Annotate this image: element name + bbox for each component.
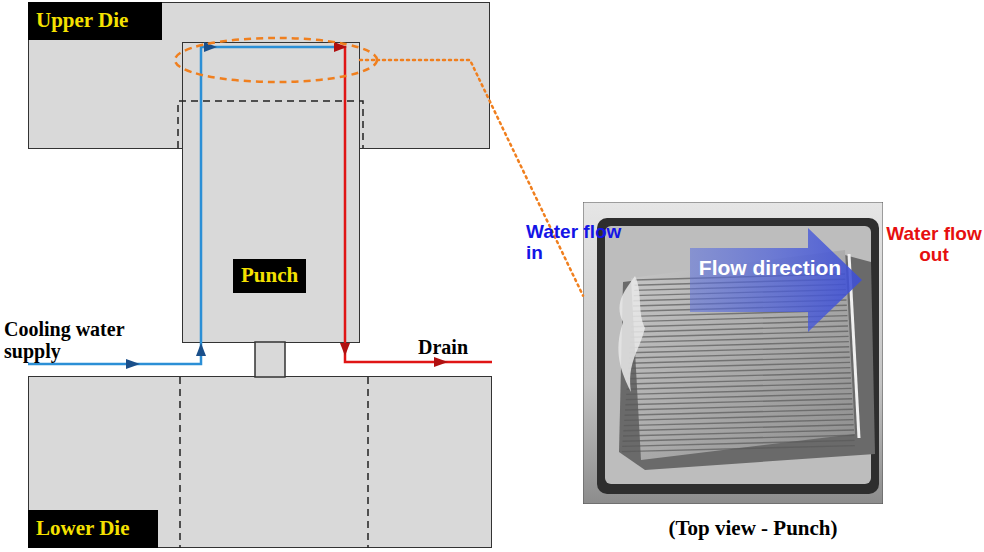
inflow-label: Water flow in bbox=[526, 222, 626, 264]
flow-arrowhead bbox=[434, 357, 448, 367]
arrow-label: Flow direction bbox=[690, 256, 850, 280]
punch-stem bbox=[255, 342, 285, 377]
flow-arrowhead bbox=[340, 343, 350, 356]
outflow-label: Water flow out bbox=[884, 224, 984, 266]
photo-panel: (Top view - Punch)Flow direction bbox=[583, 202, 883, 504]
flow-arrowhead bbox=[196, 343, 206, 356]
inlet-label: Cooling water supply bbox=[4, 318, 184, 362]
flow-arrowhead bbox=[126, 359, 140, 369]
die-label: Lower Die bbox=[28, 510, 158, 548]
drain-label: Drain bbox=[418, 336, 498, 358]
punch-photo bbox=[583, 202, 883, 504]
die-label: Upper Die bbox=[28, 2, 162, 40]
die-label: Punch bbox=[233, 259, 306, 293]
photo-caption: (Top view - Punch) bbox=[623, 516, 883, 541]
arrow-shape bbox=[690, 228, 862, 332]
lower-die: Lower Die bbox=[28, 376, 492, 548]
punch-box: Punch bbox=[182, 42, 360, 343]
flow-arrow: Flow direction bbox=[690, 228, 862, 332]
